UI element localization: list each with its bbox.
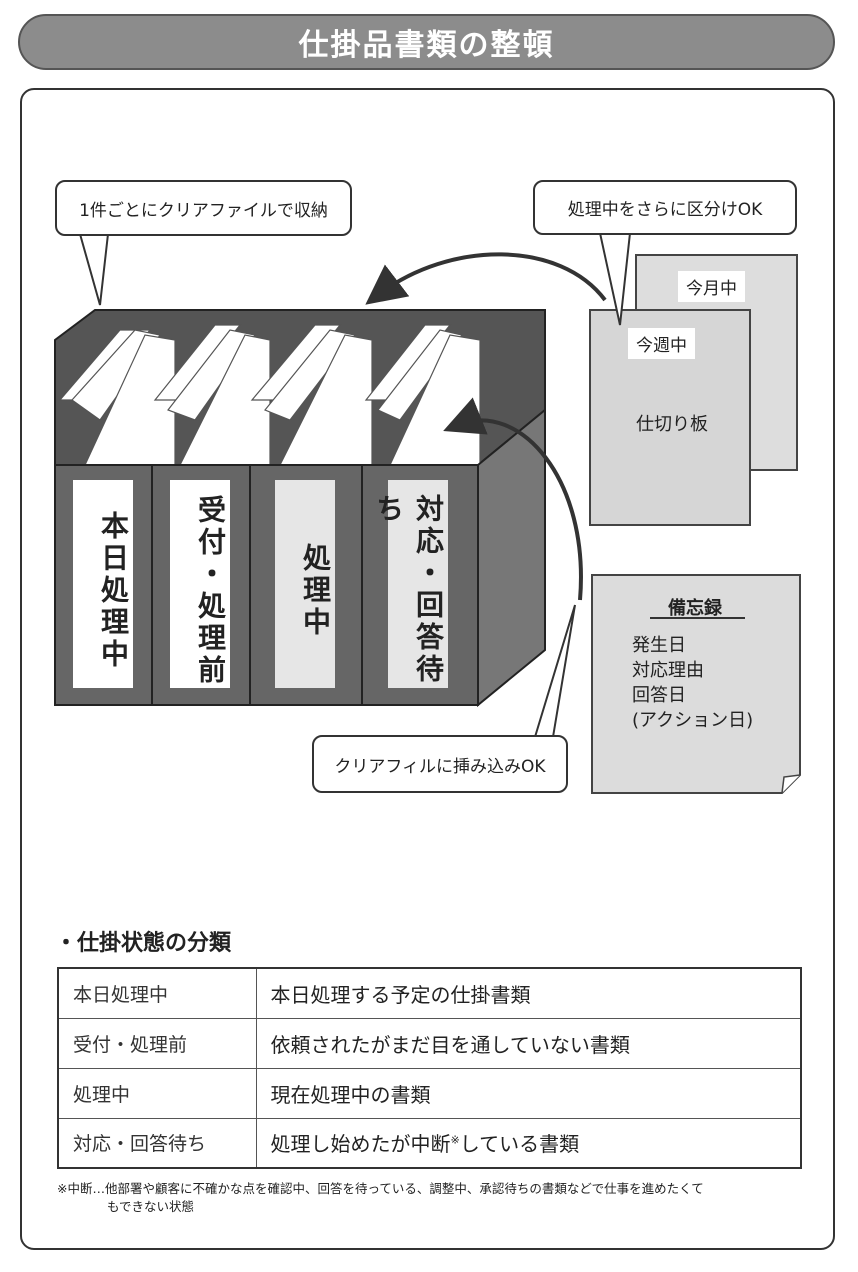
memo-line: (アクション日) (632, 710, 754, 731)
binder-label-processing: 処理中 (275, 480, 335, 688)
status-cell: 対応・回答待ち (57, 1117, 257, 1169)
memo-line: 対応理由 (632, 660, 704, 681)
page-title: 仕掛品書類の整頓 (18, 14, 835, 70)
divider-tab-week: 今週中 (628, 328, 695, 359)
description-cell: 処理し始めたが中断※している書類 (255, 1117, 802, 1169)
description-text: している書類 (459, 1132, 580, 1157)
clear-file-papers (58, 324, 481, 466)
callout-insert: クリアフィルに挿み込みOK (312, 735, 568, 793)
status-cell: 処理中 (57, 1067, 257, 1119)
table-row: 受付・処理前依頼されたがまだ目を通していない書類 (57, 1017, 802, 1069)
arrow-memo-to-file (443, 397, 583, 601)
footnote-line: もできない状態 (107, 1199, 195, 1214)
memo-title: 備忘録 (668, 598, 722, 619)
status-cell: 本日処理中 (57, 967, 257, 1019)
memo-lines: 発生日 対応理由 回答日 (アクション日) (632, 633, 753, 733)
binder-label-received: 受付・処理前 (170, 480, 230, 688)
callout-clear-file: 1件ごとにクリアファイルで収納 (55, 180, 352, 236)
arrow-divider-to-box (365, 252, 607, 305)
memo-line: 回答日 (632, 685, 686, 706)
table-row: 本日処理中本日処理する予定の仕掛書類 (57, 967, 802, 1019)
binder-label-waiting: 対応・回答待ち (372, 480, 448, 688)
footnote: ※中断…他部署や顧客に不確かな点を確認中、回答を待っている、調整中、承認待ちの書… (57, 1180, 817, 1216)
binder-label-today: 本日処理中 (73, 480, 133, 688)
section-heading: ・仕掛状態の分類 (55, 931, 232, 956)
memo-line: 発生日 (632, 635, 686, 656)
description-cell: 依頼されたがまだ目を通していない書類 (255, 1017, 802, 1069)
description-cell: 本日処理する予定の仕掛書類 (255, 967, 802, 1019)
divider-label: 仕切り板 (636, 414, 708, 435)
table-row: 処理中現在処理中の書類 (57, 1067, 802, 1119)
description-text: 処理し始めたが中断 (270, 1132, 451, 1157)
callout-divider: 処理中をさらに区分けOK (533, 180, 797, 235)
content-frame (20, 88, 835, 1250)
table-row: 対応・回答待ち処理し始めたが中断※している書類 (57, 1117, 802, 1169)
footnote-mark: ※ (450, 1133, 460, 1147)
divider-tab-month: 今月中 (678, 271, 745, 302)
file-box-illustration (54, 232, 801, 794)
description-cell: 現在処理中の書類 (255, 1067, 802, 1119)
status-table: 本日処理中本日処理する予定の仕掛書類 受付・処理前依頼されたがまだ目を通していな… (57, 967, 802, 1169)
footnote-line: ※中断…他部署や顧客に不確かな点を確認中、回答を待っている、調整中、承認待ちの書… (57, 1181, 704, 1196)
status-cell: 受付・処理前 (57, 1017, 257, 1069)
